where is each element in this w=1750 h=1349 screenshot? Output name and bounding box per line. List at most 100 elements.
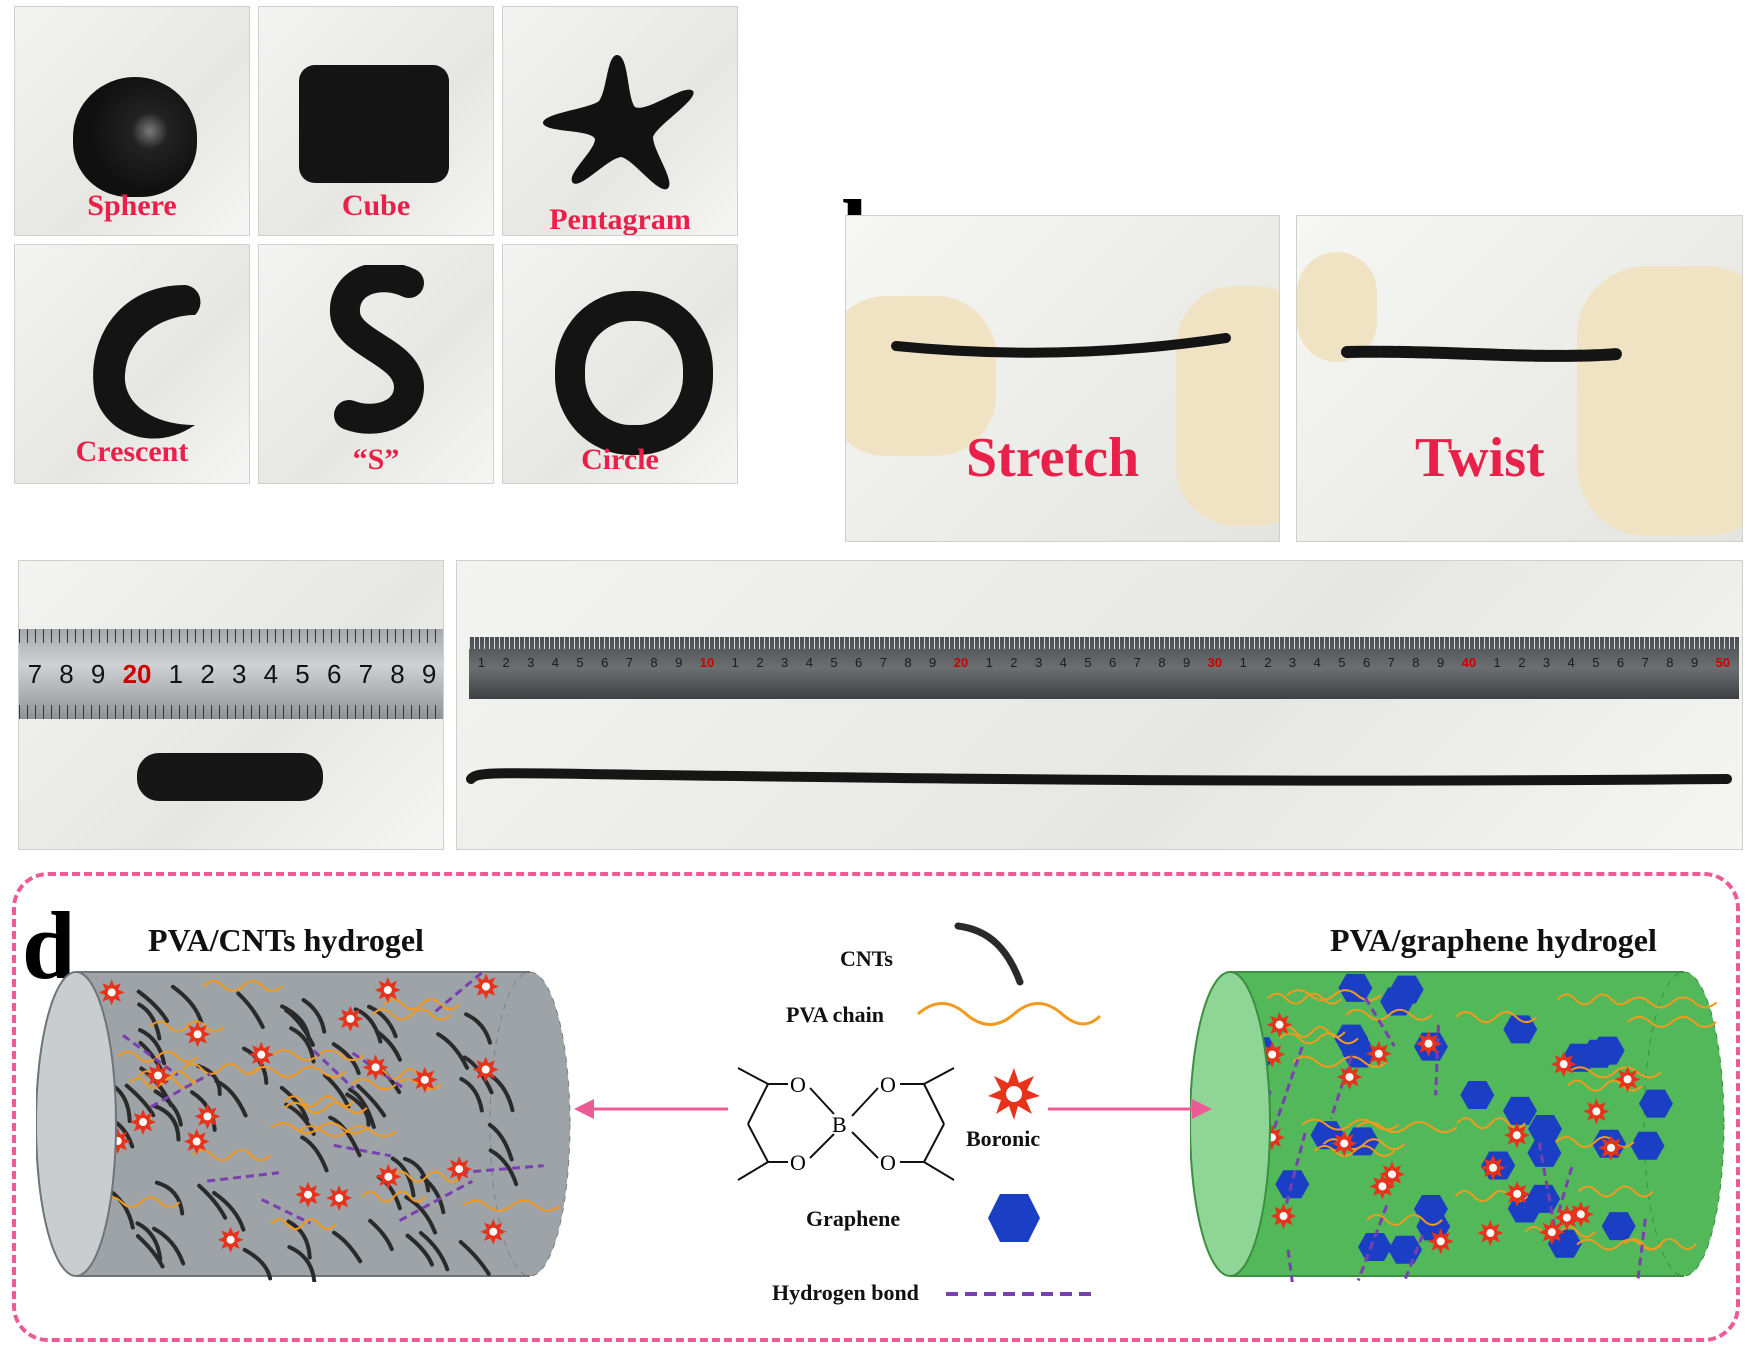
boronic-crosslink-center [304,1190,313,1199]
boronic-crosslink-center [420,1075,429,1084]
graphene-sheet [1380,987,1415,1016]
cnt-fiber [135,1234,165,1269]
photo-s-shape: “S” [258,244,494,484]
pva-chain [1627,1015,1717,1028]
pva-chain [252,1065,347,1078]
cnt-fiber [464,1012,492,1045]
legend-graphene-icon [988,1194,1040,1242]
graphene-sheet [1528,1114,1563,1143]
cnt-fiber [154,1180,185,1216]
pva-chain [1366,1213,1443,1226]
atom-b: B [832,1112,847,1137]
photo-twist: Twist [1296,215,1743,542]
hydrogen-bond [1329,1055,1353,1120]
hydrogen-bond [122,1034,179,1077]
hydrogen-bond [460,1164,544,1175]
pva-chain [1577,1185,1654,1198]
cnt-fiber [402,1156,431,1193]
s-shape-object [330,265,425,434]
legend-boronic-label: Boronic [966,1126,1041,1151]
hydrogen-bond [1363,996,1396,1047]
shape-label-s: “S” [352,443,400,476]
cnt-fiber [436,1032,470,1070]
pva-chain [1626,996,1718,1009]
pva-chain [1266,992,1343,1005]
pva-chain [1286,989,1382,1002]
pva-graphene-title: PVA/graphene hydrogel [1330,922,1657,958]
boronic-crosslink-center [1547,1228,1556,1237]
cnt-fiber [487,1122,514,1162]
short-gel-rod [137,753,323,801]
pva-chain [129,1076,195,1089]
hydrogen-bond [1356,1204,1389,1281]
hydrogen-bond [1537,1142,1557,1230]
boronic-crosslink-center [1345,1072,1354,1081]
graphene-sheet [1338,973,1373,1002]
legend-pva-icon [917,1002,1102,1026]
pva-chain [149,1020,225,1033]
cnt-fiber [136,989,170,1024]
pva-chain [371,1008,452,1021]
arrow-to-cnts [574,1099,728,1119]
graphene-sheet [1460,1081,1495,1110]
pva-chain [270,1122,368,1135]
hydrogen-bond [434,971,484,1013]
cnt-fiber [322,1073,351,1109]
pva-chain [1278,1025,1346,1038]
crescent-object [93,285,201,439]
pva-chain [462,1199,561,1212]
pva-graphene-cylinder [1190,971,1725,1282]
cnt-fiber [459,1077,484,1113]
pva-chain [116,1050,199,1063]
hydrogen-bond [150,1072,211,1109]
cnt-fiber [356,1084,387,1118]
pva-cnts-cylinder [36,971,571,1282]
graphene-sheet [1502,1096,1537,1125]
boronic-crosslink-center [1424,1039,1433,1048]
pva-chain [1555,1135,1635,1148]
pva-chain [182,1062,260,1075]
boronic-crosslink-center [1488,1163,1497,1172]
cnt-fiber [280,1004,311,1041]
pva-chain [391,1170,462,1183]
atom-o2: O [790,1150,806,1175]
pva-chain [1313,1144,1396,1157]
boronic-crosslink-center [481,982,490,991]
cnt-fiber [236,991,265,1029]
cnt-network [98,971,561,1282]
hydrogen-bond [1636,1218,1647,1282]
pva-chain [1576,1238,1663,1251]
cnt-fiber [332,1230,363,1264]
schematic-frame [12,872,1740,1342]
pva-chain [1292,1055,1388,1068]
legend-graphene-label: Graphene [806,1206,901,1231]
pva-chain [382,998,461,1011]
hydrogen-bond [312,1049,355,1090]
boronic-crosslink-center [192,1137,201,1146]
pva-chain [1356,1121,1458,1134]
boronic-crosslink-center [1340,1139,1349,1148]
boronic-crosslink-center [1607,1143,1616,1152]
cnt-fiber [368,1218,394,1252]
graphene-sheet [1630,1131,1665,1160]
hydrogen-bond [1556,1166,1574,1216]
photo-crescent: Crescent [14,244,250,484]
boronic-crosslink-center [107,988,116,997]
legend-pva-label: PVA chain [786,1002,885,1027]
cnt-fiber [124,1083,156,1118]
pva-chain [1278,1032,1359,1045]
cnt-fiber [153,1089,183,1127]
pva-chain [1301,1118,1400,1131]
legend-boronic-icon [988,1068,1040,1120]
pva-chain [1454,1011,1538,1024]
graphene-sheet [1527,1138,1562,1167]
cnt-fiber [286,1219,312,1260]
glove-left [846,296,996,456]
pva-chain [284,1101,368,1114]
shape-label-sphere: Sphere [87,189,177,222]
glove-right-twist [1577,266,1742,536]
graphene-sheet [1601,1212,1636,1241]
hydrogen-bond [1402,1234,1425,1282]
pva-chain [1567,1066,1662,1079]
